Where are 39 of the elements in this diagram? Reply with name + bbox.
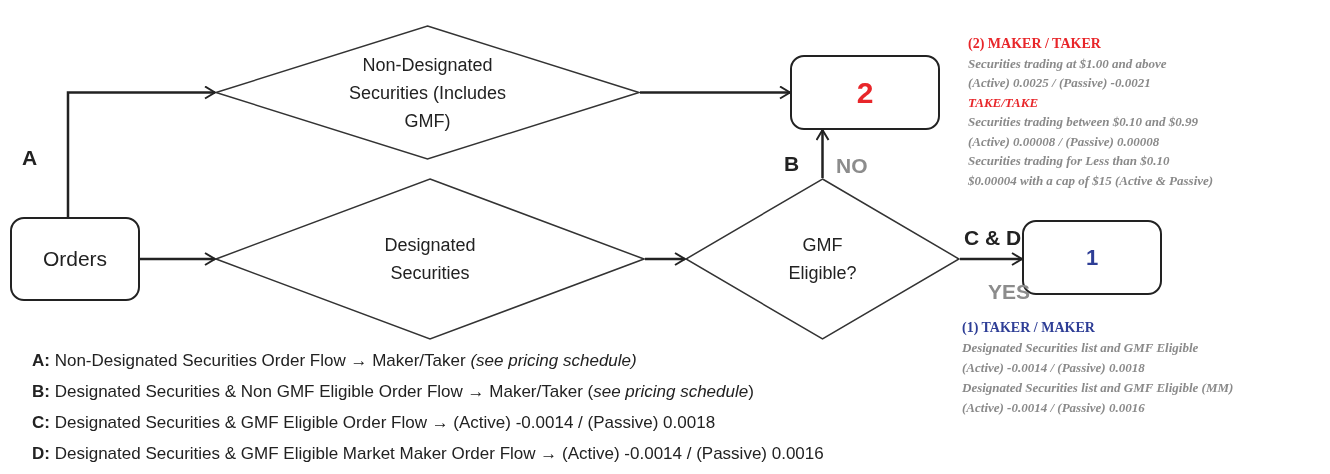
pricing-text: (Active) -0.0014 / (Passive) 0.0018 [962,360,1145,376]
node-text: Non-Designated Securities (Includes GMF) [347,53,508,133]
arrow [815,129,830,178]
edge-label: C & D [964,225,1022,251]
pricing-heading: TAKE/TAKE [968,94,1039,111]
pricing-heading: (1) TAKER / MAKER [962,320,1095,336]
branch-label: NO [836,153,868,179]
edge-label: B [784,151,800,177]
pricing-text: Securities trading at $1.00 and above [968,55,1167,72]
node-text: GMF Eligible? [787,234,858,285]
pricing-text: Securities trading for Less than $0.10 [968,153,1170,169]
process-box [790,55,940,130]
branch-label: YES [988,279,1031,305]
arrow [66,85,216,217]
pricing-text: (Active) 0.00008 / (Passive) 0.00008 [968,133,1160,150]
node-text: 1 [1085,244,1099,272]
legend-text: B: Designated Securities & Non GMF Eligible Order Flow → Maker/Taker (see pricing schedule) [32,381,754,403]
pricing-text: (Active) -0.0014 / (Passive) 0.0016 [962,400,1145,416]
pricing-text: Securities trading between $0.10 and $0.99 [968,114,1199,130]
pricing-text: Designated Securities list and GMF Eligible [962,340,1199,356]
legend-text: C: Designated Securities & GMF Eligible Order Flow → (Active) -0.0014 / (Passive) 0.0018 [32,412,716,434]
arrow [140,252,216,266]
decision-diamond [215,178,645,340]
arrow [645,252,686,266]
pricing-text: $0.00004 with a cap of $15 (Active & Passive) [968,172,1214,189]
legend-text: D: Designated Securities & GMF Eligible Market Maker Order Flow → (Active) -0.0014 / (Passive) 0.0016 [32,443,824,465]
arrow [960,252,1023,266]
decision-diamond [215,25,640,160]
arrow [640,85,791,100]
node-text: Orders [42,246,108,273]
pricing-text: (Active) 0.0025 / (Passive) -0.0021 [968,75,1151,91]
legend-text: A: Non-Designated Securities Order Flow → Maker/Taker (see pricing schedule) [32,350,637,372]
node-text: Designated Securities [383,234,477,285]
pricing-text: Designated Securities list and GMF Eligible (MM) [962,380,1234,396]
decision-diamond [685,178,960,340]
edge-label: A [22,145,38,171]
node-text: 2 [856,75,874,111]
pricing-heading: (2) MAKER / TAKER [968,36,1101,52]
process-box [10,217,140,301]
